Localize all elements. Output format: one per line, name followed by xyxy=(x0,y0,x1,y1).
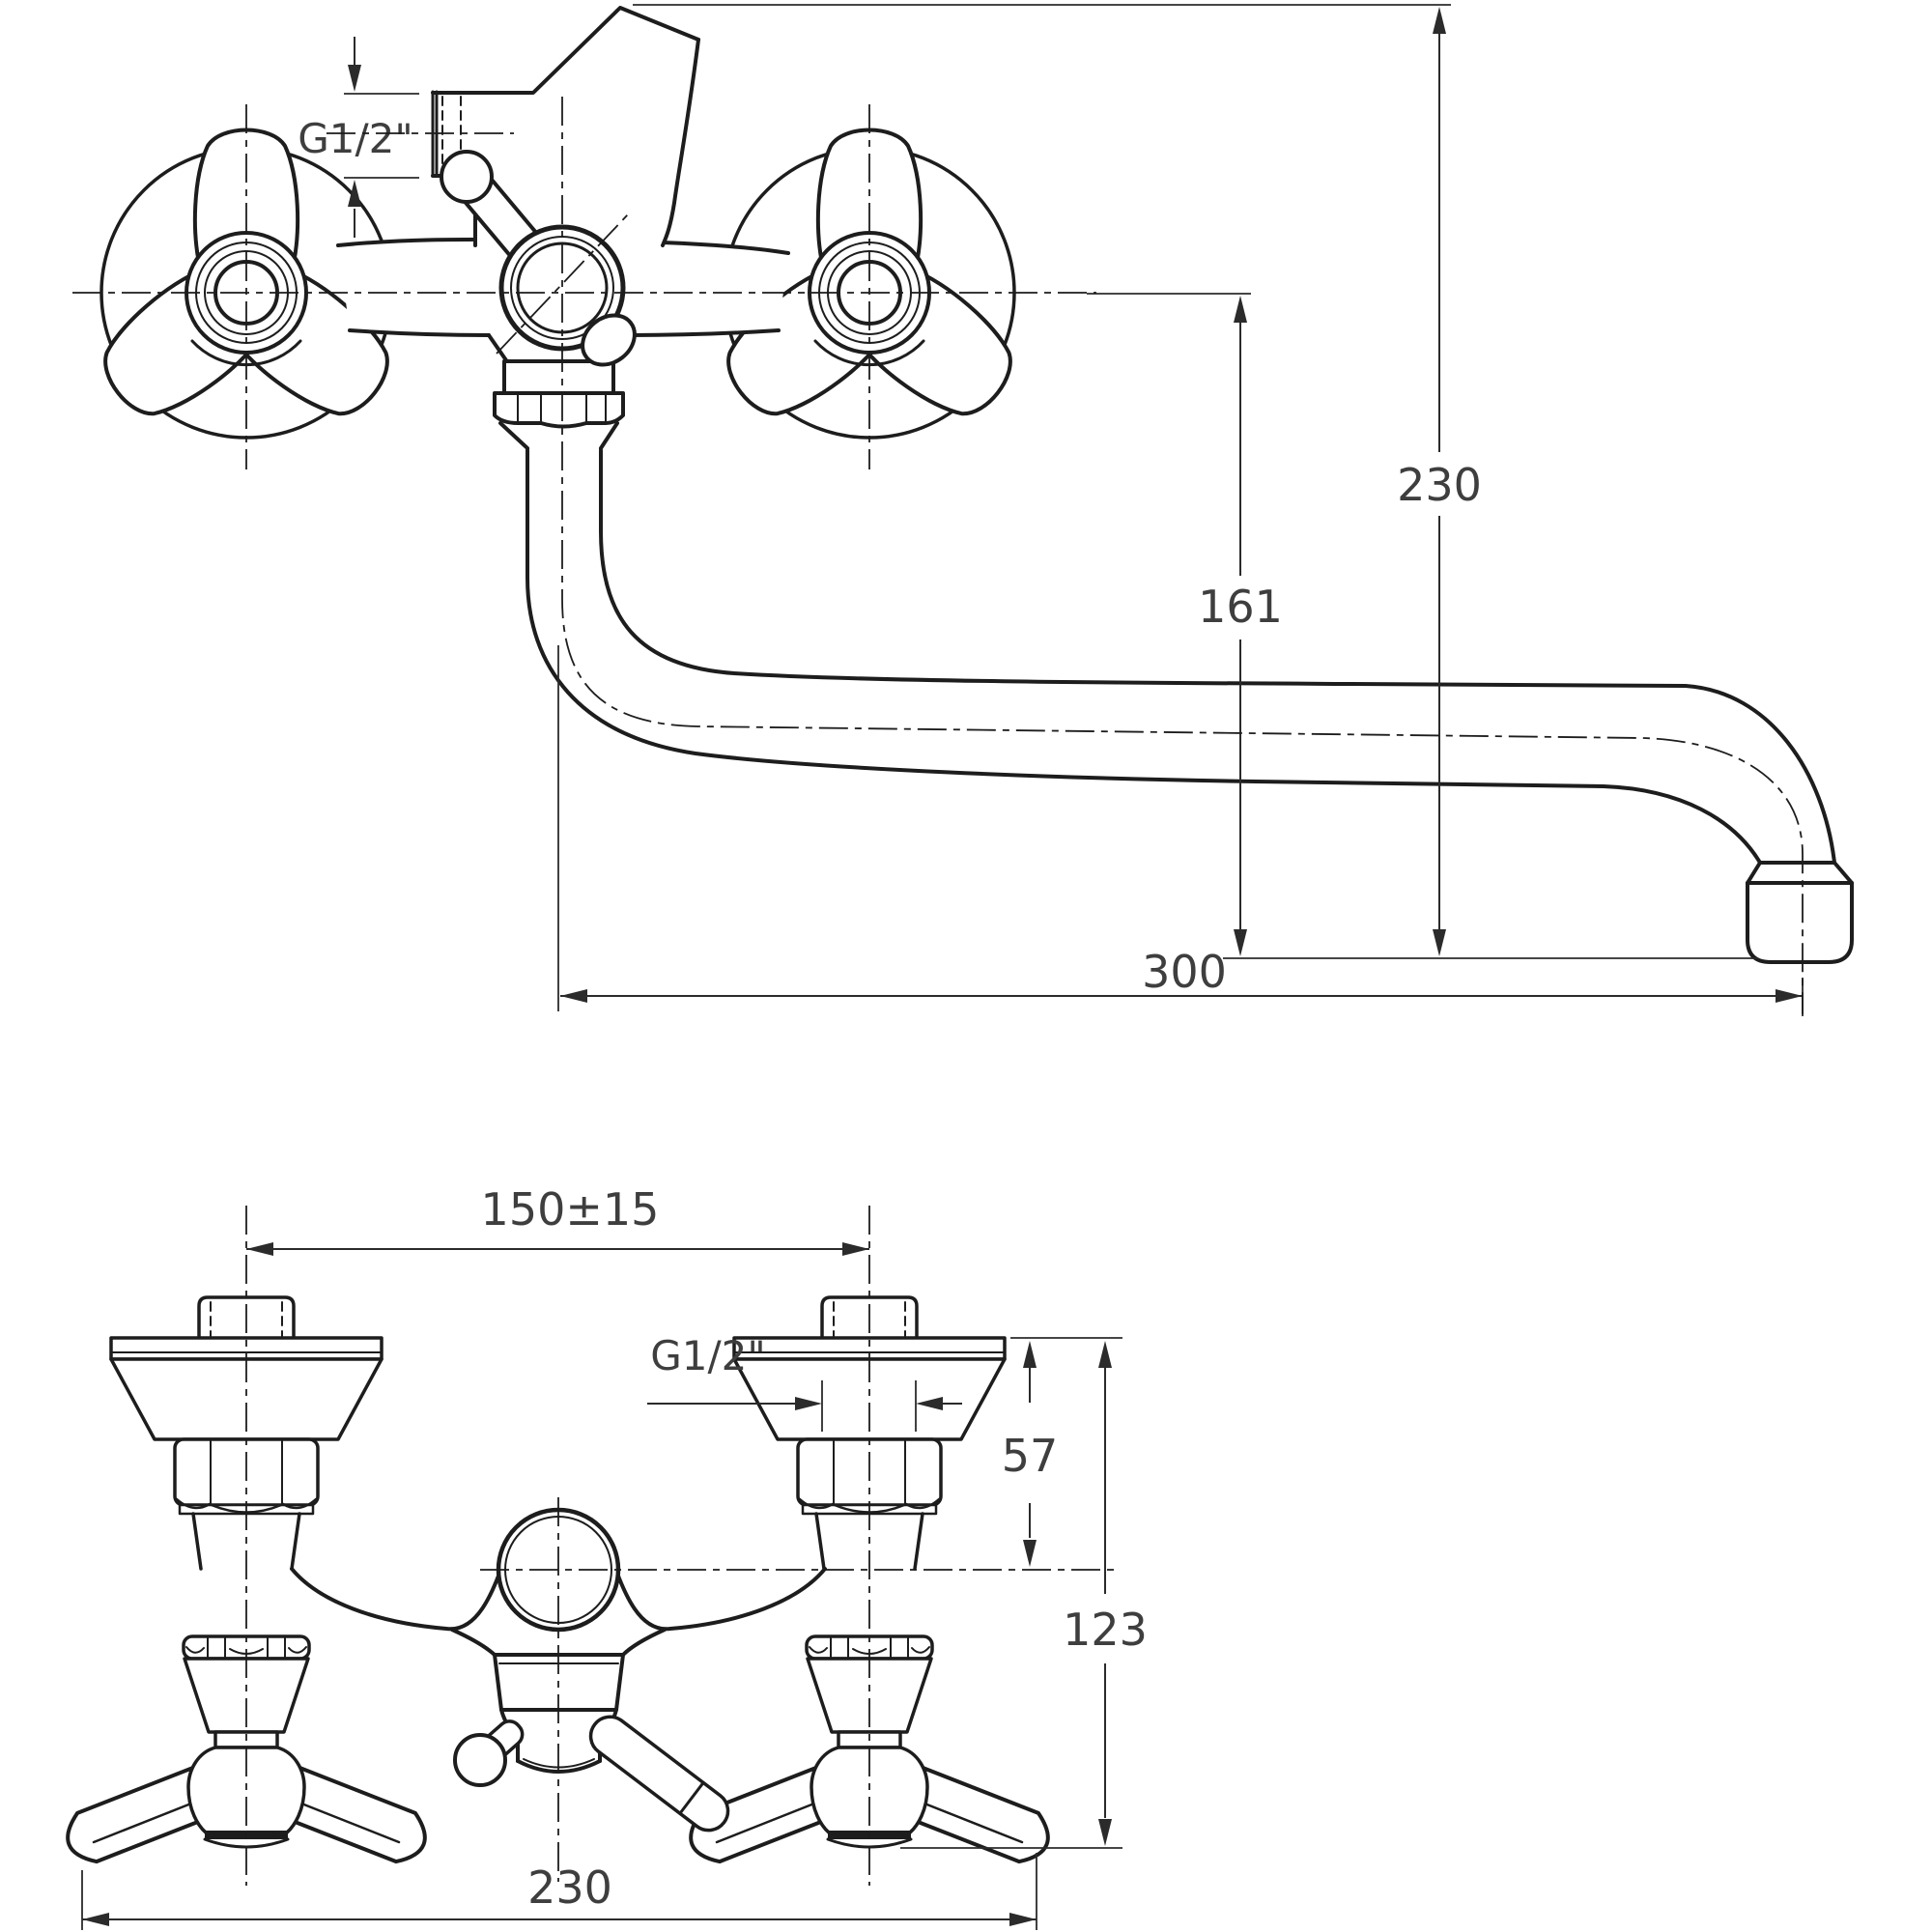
dim-label-plan-150: 150±15 xyxy=(481,1183,660,1236)
dim-plan-depth: 123 xyxy=(900,1341,1148,1849)
spout-aerator xyxy=(1746,881,1854,964)
dim-plan-thread: G1/2" xyxy=(647,1332,962,1432)
dim-label-plan-57: 57 xyxy=(1002,1430,1059,1482)
dim-label-front-thread: G1/2" xyxy=(298,115,412,162)
dim-label-plan-230: 230 xyxy=(527,1861,612,1914)
plan-view: 150±15 G1/2" 57 123 230 xyxy=(66,1183,1148,1930)
spout-nut-front xyxy=(493,359,625,450)
diverter-lever-plan xyxy=(453,1719,525,1787)
dim-label-plan-123: 123 xyxy=(1063,1604,1148,1656)
dim-plan-overall-width: 230 xyxy=(81,1853,1037,1930)
spout-front xyxy=(526,448,1854,964)
dim-front-thread: G1/2" xyxy=(298,37,419,238)
dim-plan-supply-spacing: 150±15 xyxy=(246,1183,869,1256)
body-plan xyxy=(290,1543,827,1657)
dim-plan-wall-to-axis: 57 xyxy=(1002,1337,1122,1567)
front-view: G1/2" 161 230 300 xyxy=(72,4,1854,1016)
diverter-knob-plan xyxy=(588,1715,730,1833)
dim-label-plan-thread: G1/2" xyxy=(650,1332,765,1379)
dim-label-front-300: 300 xyxy=(1142,946,1227,998)
dim-front-spout-reach: 300 xyxy=(557,645,1804,1016)
dim-label-front-230: 230 xyxy=(1397,459,1482,511)
centerlines-plan xyxy=(245,1206,1119,1886)
dim-front-overall-height: 230 xyxy=(633,4,1482,956)
centerlines-front xyxy=(72,97,1804,1014)
dim-label-front-161: 161 xyxy=(1198,581,1283,633)
dim-front-spout-drop: 161 xyxy=(1087,293,1283,956)
diverter-knob-front xyxy=(581,313,637,367)
